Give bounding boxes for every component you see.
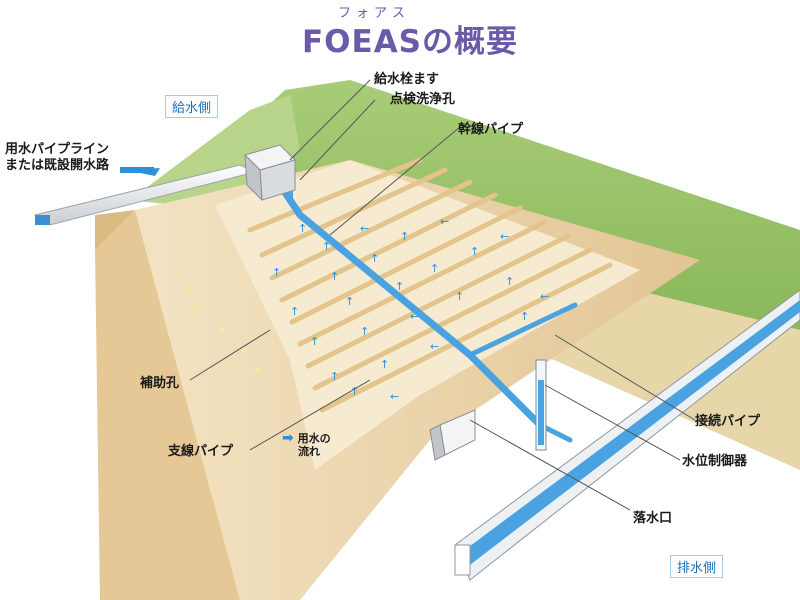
svg-text:←: ← (500, 230, 509, 243)
svg-text:↑: ↑ (400, 230, 409, 243)
drop-outlet-label: 落水口 (633, 511, 673, 526)
svg-text:←: ← (540, 290, 549, 303)
auxiliary-hole-label: 補助孔 (140, 376, 180, 391)
leader-lines (189, 79, 696, 511)
drain-side-label: 排水側 (670, 555, 724, 578)
flow-arrows: ↑ ↑ ← ↑ ↑ ↑ ↑ ← ↑ ↑ ↑ ↑ ↑ ← ↑ ↑ ← ↑ ↑ ↑ ↑ ← ← ↑ ↑ ← (272, 215, 549, 403)
water-level-controller-label: 水位制御器 (682, 454, 748, 469)
water-pipeline-line-1: 用水パイプライン (5, 142, 110, 157)
drain-channel (454, 289, 800, 581)
svg-text:←: ← (430, 340, 439, 353)
flow-legend: ➡ 用水の 流れ (282, 430, 331, 458)
auxiliary-holes (177, 269, 261, 373)
inlet-box (244, 144, 296, 202)
svg-text:↑: ↑ (322, 240, 331, 253)
legend-line-2: 流れ (298, 445, 320, 458)
svg-text:↑: ↑ (330, 370, 339, 383)
svg-text:←: ← (390, 390, 399, 403)
arrow-right-icon: ➡ (282, 430, 294, 446)
svg-text:↑: ↑ (345, 295, 354, 308)
water-pipeline-line-2: または既設開水路 (5, 158, 110, 173)
svg-text:←: ← (410, 310, 419, 323)
water-level-controller (535, 359, 547, 451)
svg-text:↑: ↑ (470, 245, 479, 258)
main-pipe-label: 幹線パイプ (458, 122, 524, 137)
svg-text:↑: ↑ (310, 335, 319, 348)
svg-text:↑: ↑ (380, 358, 389, 371)
svg-text:↑: ↑ (370, 252, 379, 265)
water-pipeline-label: 用水パイプライン または既設開水路 (5, 142, 109, 174)
svg-text:←: ← (440, 215, 449, 228)
supply-side-label: 給水側 (165, 95, 219, 118)
svg-text:↑: ↑ (520, 310, 529, 323)
field-surface (215, 160, 640, 470)
svg-text:↑: ↑ (350, 385, 359, 398)
svg-text:↑: ↑ (330, 270, 339, 283)
connecting-pipe-label: 接続パイプ (695, 414, 761, 429)
title-ruby: フォアス (337, 6, 410, 21)
svg-text:↑: ↑ (272, 266, 281, 279)
svg-text:↑: ↑ (290, 305, 299, 318)
svg-text:↑: ↑ (360, 325, 369, 338)
svg-text:↑: ↑ (505, 275, 514, 288)
inspection-hole-label: 点検洗浄孔 (390, 92, 456, 107)
legend-line-1: 用水の (297, 432, 331, 445)
svg-text:←: ← (360, 222, 369, 235)
branch-pipe-label: 支線パイプ (168, 444, 234, 459)
svg-text:↑: ↑ (298, 222, 307, 235)
branch-pipes (247, 157, 613, 413)
page-title: FOEASの概要 (301, 24, 519, 60)
drop-outlet (429, 409, 476, 461)
inlet-box-label: 給水栓ます (374, 72, 440, 87)
svg-text:↑: ↑ (455, 290, 464, 303)
svg-text:↑: ↑ (395, 280, 404, 293)
svg-text:↑: ↑ (430, 262, 439, 275)
